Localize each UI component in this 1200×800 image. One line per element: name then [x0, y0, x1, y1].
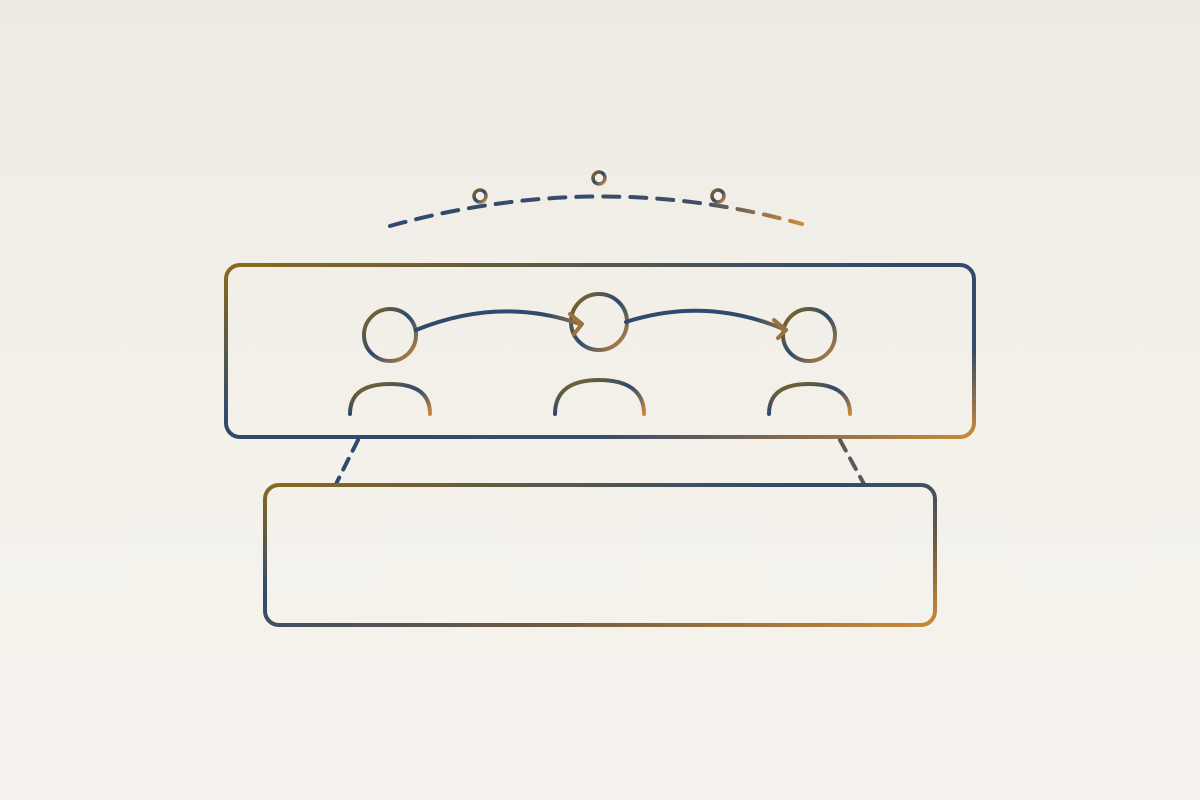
person-head [362, 307, 418, 363]
person-icon [553, 292, 646, 416]
person-body [553, 377, 646, 416]
person-head [781, 307, 837, 363]
node-icon [591, 170, 607, 186]
connector-arrow [624, 308, 788, 332]
person-body [767, 381, 852, 416]
top-arc-group [388, 170, 804, 228]
upper-frame [224, 263, 976, 439]
lower-frame [263, 483, 937, 627]
node-icon [710, 188, 726, 204]
dashed-support-left [334, 438, 360, 486]
person-body [348, 381, 432, 416]
connector-arrow [414, 309, 582, 332]
arrowhead-icon [772, 318, 788, 340]
node-icon [472, 188, 488, 204]
people-group [348, 292, 852, 416]
dashed-arc [388, 194, 804, 228]
person-icon [348, 307, 432, 416]
arrowhead-icon [568, 312, 584, 336]
dashed-support-right [838, 438, 866, 486]
